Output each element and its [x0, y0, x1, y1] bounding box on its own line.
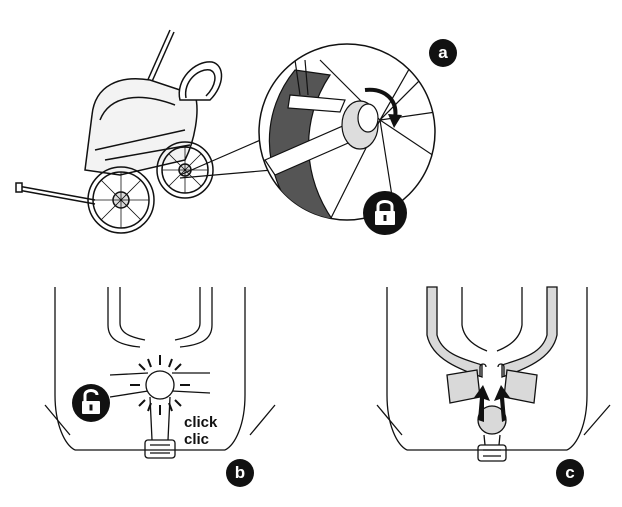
buckle-click-burst [130, 355, 190, 415]
click-label-en: click [184, 414, 218, 431]
panel-a-badge: a [429, 39, 457, 67]
up-arrows-icon [473, 385, 511, 422]
lock-open-icon [71, 383, 111, 423]
panel-b-illustration: click clic b [40, 285, 280, 495]
panel-c-illustration: c [372, 285, 612, 495]
lock-closed-icon [362, 190, 408, 236]
rotate-arrow-icon [364, 87, 402, 128]
stroller-wheels [87, 141, 214, 234]
panel-c-badge: c [556, 459, 584, 487]
wheel-detail-zoom [258, 43, 436, 221]
panel-a-illustration: a [15, 29, 457, 236]
stroller-body [15, 29, 223, 205]
click-label-fr: clic [184, 431, 210, 448]
panel-b-badge: b [226, 459, 254, 487]
